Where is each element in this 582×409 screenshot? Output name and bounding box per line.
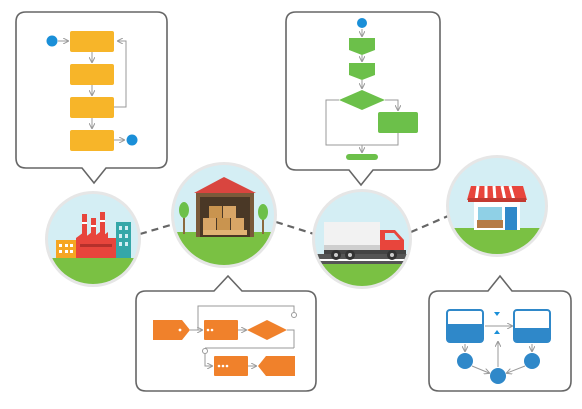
loop-arrow	[114, 41, 127, 108]
process-pentagon	[349, 38, 375, 55]
process-box	[70, 97, 114, 118]
process-tag	[153, 320, 190, 340]
start-node-icon	[357, 18, 367, 28]
store-icon	[446, 155, 548, 257]
terminal-bar	[346, 154, 378, 160]
callout-warehouse-flowchart	[135, 274, 317, 392]
process-box	[70, 64, 114, 85]
connector-warehouse-truck	[275, 220, 315, 236]
tank-right-icon	[513, 309, 551, 343]
connector-truck-store	[410, 214, 449, 234]
node-icon	[457, 353, 473, 369]
callout-factory-flowchart	[15, 11, 168, 185]
process-box	[378, 112, 418, 133]
decision-diamond	[247, 320, 287, 340]
process-box	[70, 31, 114, 52]
end-node-icon	[126, 134, 138, 146]
callout-store-flowchart	[428, 274, 572, 392]
truck-icon	[312, 189, 412, 289]
process-box	[214, 356, 248, 376]
connector-lines	[139, 214, 449, 236]
process-box	[204, 320, 238, 340]
node-icon	[490, 368, 506, 384]
connector-factory-warehouse	[139, 222, 175, 236]
callout-truck-flowchart	[285, 11, 441, 187]
process-box	[70, 130, 114, 151]
node-icon	[524, 353, 540, 369]
start-node-icon	[46, 35, 58, 47]
process-pentagon	[349, 63, 375, 80]
factory-icon	[45, 191, 141, 287]
tank-left-icon	[446, 309, 484, 343]
process-tag	[258, 356, 295, 376]
decision-diamond	[339, 90, 385, 110]
warehouse-icon	[171, 162, 277, 268]
